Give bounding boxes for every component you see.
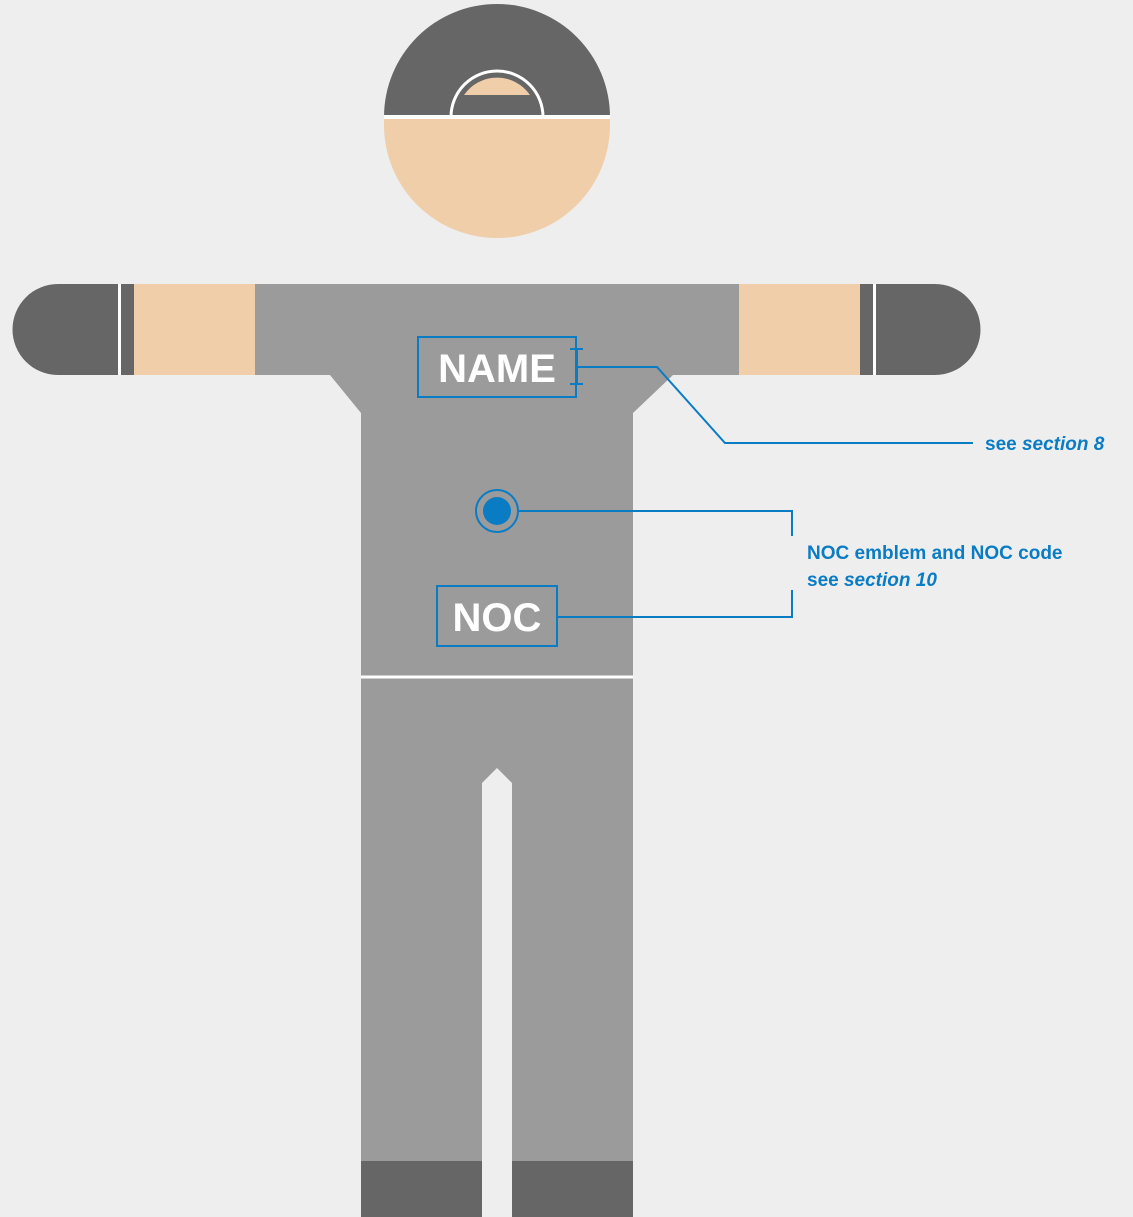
left-forearm: [134, 284, 255, 375]
noc-callout-line2-section: section 10: [844, 570, 937, 591]
right-forearm: [739, 284, 860, 375]
noc-patch-label: NOC: [453, 596, 542, 640]
name-callout-text: see section 8: [985, 434, 1105, 455]
trousers: [361, 678, 633, 1217]
right-shoe: [512, 1161, 633, 1217]
left-wrist-band: [121, 284, 134, 375]
name-callout-section: section 8: [1022, 434, 1105, 455]
right-glove-stripe: [873, 284, 876, 375]
left-glove-stripe: [118, 284, 121, 375]
name-patch-label: NAME: [438, 347, 556, 391]
noc-emblem-dot: [483, 497, 511, 525]
trousers-body: [361, 678, 633, 1217]
left-shoe: [361, 1161, 482, 1217]
left-glove: [13, 284, 119, 375]
head: [384, 4, 610, 238]
right-wrist-band: [860, 284, 873, 375]
noc-callout-text-2: see section 10: [807, 570, 937, 591]
noc-callout-line1: NOC emblem and NOC code: [807, 543, 1063, 564]
right-glove: [876, 284, 981, 375]
noc-callout-text: NOC emblem and NOC code: [807, 543, 1063, 564]
name-callout-prefix: see: [985, 434, 1022, 455]
noc-callout-line2-prefix: see: [807, 570, 844, 591]
